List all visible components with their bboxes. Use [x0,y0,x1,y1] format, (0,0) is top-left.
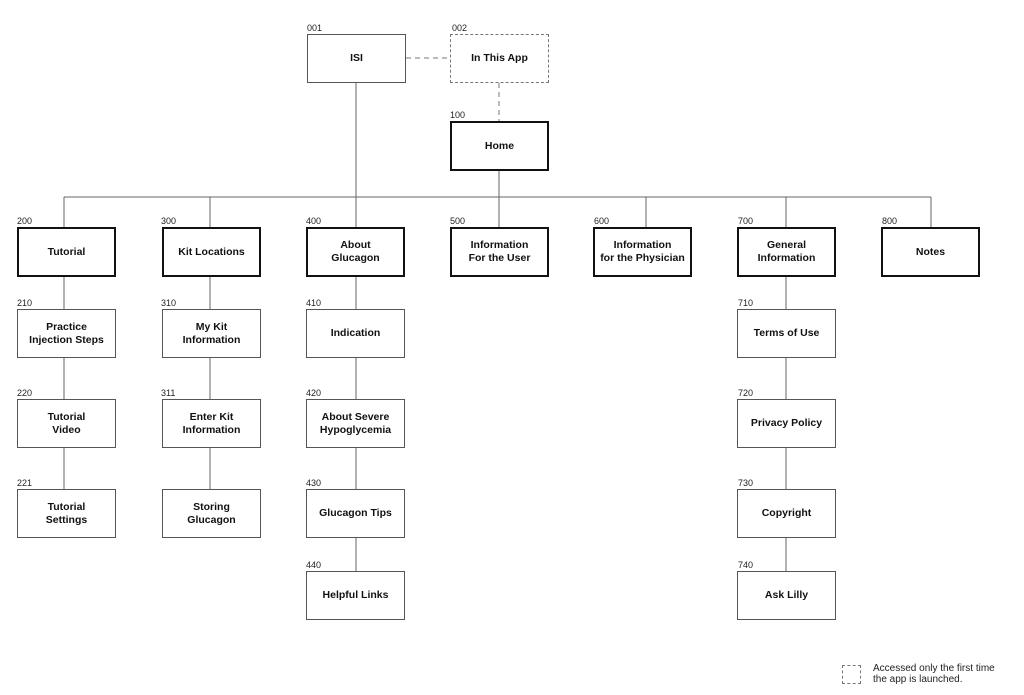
node-enter-kit-information-label: Enter Kit Information [182,410,241,436]
node-home-id: 100 [450,110,466,120]
node-tutorial-id: 200 [17,216,33,226]
node-copyright-id: 730 [738,478,754,488]
node-practice-injection-steps-label: Practice Injection Steps [29,320,104,346]
node-notes[interactable]: Notes [881,227,980,277]
node-kit-locations[interactable]: Kit Locations [162,227,261,277]
node-storing-glucagon-label: Storing Glucagon [187,500,236,526]
node-kit-locations-label: Kit Locations [178,245,245,258]
node-isi[interactable]: ISI [307,34,406,83]
node-tutorial-settings-id: 221 [17,478,33,488]
node-indication-label: Indication [330,327,381,339]
node-about-severe-hypoglycemia-label: About Severe Hypoglycemia [319,410,392,436]
node-indication[interactable]: Indication [306,309,405,358]
node-about-glucagon-label: About Glucagon [331,239,380,264]
node-isi-id: 001 [307,23,323,33]
node-home[interactable]: Home [450,121,549,171]
node-practice-injection-steps[interactable]: Practice Injection Steps [17,309,116,358]
node-copyright[interactable]: Copyright [737,489,836,538]
node-helpful-links-id: 440 [306,560,322,570]
node-general-information[interactable]: General Information [737,227,836,277]
legend-text: Accessed only the first time the app is … [873,663,995,685]
node-information-for-the-physician[interactable]: Information for the Physician [593,227,692,277]
legend-dashed-box-icon [842,665,861,684]
node-privacy-policy[interactable]: Privacy Policy [737,399,836,448]
node-in-this-app-label: In This App [471,52,528,64]
node-terms-of-use-id: 710 [738,298,754,308]
node-in-this-app[interactable]: In This App [450,34,549,83]
node-glucagon-tips-label: Glucagon Tips [319,507,392,519]
node-about-severe-hypoglycemia[interactable]: About Severe Hypoglycemia [306,399,405,448]
node-privacy-policy-id: 720 [738,388,754,398]
node-glucagon-tips-id: 430 [306,478,322,488]
node-tutorial-video[interactable]: Tutorial Video [17,399,116,448]
node-enter-kit-information[interactable]: Enter Kit Information [162,399,261,448]
node-information-for-the-physician-id: 600 [594,216,610,226]
node-helpful-links-label: Helpful Links [322,589,389,601]
node-about-severe-hypoglycemia-id: 420 [306,388,322,398]
node-copyright-label: Copyright [761,507,812,519]
node-isi-label: ISI [350,52,363,64]
node-tutorial[interactable]: Tutorial [17,227,116,277]
node-information-for-the-physician-label: Information for the Physician [600,239,685,264]
node-tutorial-video-id: 220 [17,388,33,398]
node-kit-locations-id: 300 [161,216,177,226]
node-about-glucagon[interactable]: About Glucagon [306,227,405,277]
node-my-kit-information-id: 310 [161,298,177,308]
node-information-for-the-user-id: 500 [450,216,466,226]
node-notes-id: 800 [882,216,898,226]
node-in-this-app-id: 002 [452,23,468,33]
node-notes-label: Notes [915,245,946,258]
node-ask-lilly-id: 740 [738,560,754,570]
node-information-for-the-user[interactable]: Information For the User [450,227,549,277]
node-helpful-links[interactable]: Helpful Links [306,571,405,620]
node-tutorial-settings-label: Tutorial Settings [45,500,88,526]
node-glucagon-tips[interactable]: Glucagon Tips [306,489,405,538]
node-general-information-id: 700 [738,216,754,226]
node-general-information-label: General Information [757,239,816,264]
node-ask-lilly-label: Ask Lilly [764,589,809,601]
node-home-label: Home [484,139,515,152]
node-tutorial-video-label: Tutorial Video [47,410,86,436]
node-indication-id: 410 [306,298,322,308]
node-enter-kit-information-id: 311 [161,388,176,398]
node-tutorial-label: Tutorial [47,245,86,258]
node-tutorial-settings[interactable]: Tutorial Settings [17,489,116,538]
node-my-kit-information[interactable]: My Kit Information [162,309,261,358]
node-terms-of-use-label: Terms of Use [753,327,820,339]
node-terms-of-use[interactable]: Terms of Use [737,309,836,358]
node-practice-injection-steps-id: 210 [17,298,33,308]
node-privacy-policy-label: Privacy Policy [750,417,823,429]
node-storing-glucagon[interactable]: Storing Glucagon [162,489,261,538]
node-ask-lilly[interactable]: Ask Lilly [737,571,836,620]
node-my-kit-information-label: My Kit Information [182,320,241,346]
node-information-for-the-user-label: Information For the User [468,239,531,264]
node-about-glucagon-id: 400 [306,216,322,226]
